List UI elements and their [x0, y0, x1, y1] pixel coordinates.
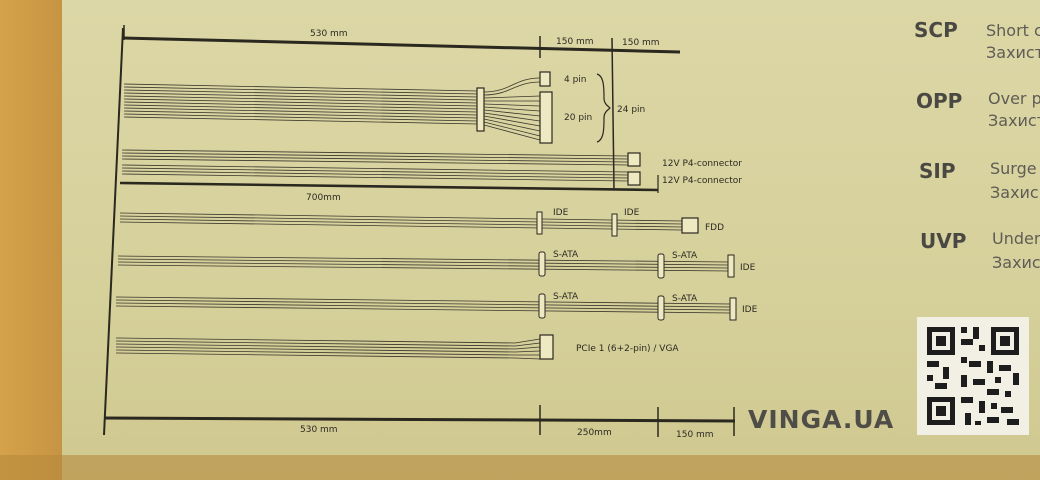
atx-fanout-wires: [483, 77, 541, 141]
pcie-label: PCIe 1 (6+2-pin) / VGA: [576, 344, 679, 354]
protection-line2-opp: Захист: [988, 111, 1040, 130]
sata2-ide-label: IDE: [742, 305, 758, 315]
protection-line1-scp: Short c: [986, 21, 1040, 40]
p4-connector-2: [627, 171, 641, 186]
bottom-dim-label-mid: 250mm: [577, 428, 612, 438]
top-dim-label-right: 150 mm: [622, 38, 660, 48]
ide-label-2: IDE: [624, 208, 640, 218]
p4-length-label: 700mm: [306, 193, 341, 203]
atx-cable-clip: [476, 87, 485, 132]
sata1-label-1: S-ATA: [553, 250, 579, 260]
atx-24pin-label: 24 pin: [617, 105, 645, 115]
ide-fdd-cable: [119, 212, 683, 231]
top-dim-label-mid: 150 mm: [556, 37, 594, 47]
pcie-connector: [539, 334, 554, 360]
sata1-ide-connector: [727, 254, 735, 278]
diagram-panel: [62, 0, 1040, 480]
qr-code-icon: [927, 327, 1019, 425]
atx-brace: [596, 73, 611, 143]
sata-cable-1: [117, 255, 729, 272]
left-border-line: [103, 27, 124, 436]
sata1-connector-1: [538, 251, 546, 277]
protection-line1-sip: Surge: [990, 159, 1037, 178]
ide-connector-2: [611, 213, 618, 237]
protection-line2-sip: Захис: [990, 183, 1039, 202]
protection-line1-uvp: Under: [992, 229, 1040, 248]
p4-cable-bundle: [121, 149, 629, 182]
sata1-ide-label: IDE: [740, 263, 756, 273]
p4-connector-1: [627, 152, 641, 167]
protection-line2-uvp: Захис: [992, 253, 1040, 272]
protection-code-uvp: UVP: [920, 229, 966, 253]
p4-label-2: 12V P4-connector: [662, 176, 742, 186]
protection-code-sip: SIP: [919, 159, 956, 183]
qr-code: [917, 317, 1029, 435]
bottom-dim-label-left: 530 mm: [300, 425, 338, 435]
protection-line2-scp: Захист: [986, 43, 1040, 62]
atx-cable-bundle: [123, 83, 479, 125]
atx-4pin-label: 4 pin: [564, 75, 587, 85]
sata1-connector-2: [657, 253, 665, 279]
p4-label-1: 12V P4-connector: [662, 159, 742, 169]
protection-code-opp: OPP: [916, 89, 962, 113]
fdd-connector: [681, 217, 699, 234]
ide-connector-1: [536, 211, 543, 235]
top-dim-label-left: 530 mm: [310, 29, 348, 39]
top-dimension-line: [123, 25, 681, 58]
ide-label-1: IDE: [553, 208, 569, 218]
sata2-connector-1: [538, 293, 546, 319]
p4-dimension-line: [119, 181, 659, 192]
atx-20pin-connector: [539, 91, 553, 144]
bottom-dimension-line: [103, 405, 736, 437]
fdd-label: FDD: [705, 223, 724, 233]
atx-20pin-label: 20 pin: [564, 113, 592, 123]
bottom-edge-band: [0, 455, 1040, 480]
brand-logo-text: VINGA.UA: [748, 405, 894, 434]
atx-4pin-connector: [539, 71, 551, 87]
sata2-label-1: S-ATA: [553, 292, 579, 302]
sata1-label-2: S-ATA: [672, 251, 698, 261]
sata2-connector-2: [657, 295, 665, 321]
sata2-label-2: S-ATA: [672, 294, 698, 304]
bottom-dim-label-right: 150 mm: [676, 430, 714, 440]
sata-cable-2: [115, 296, 731, 314]
pcie-cable: [115, 337, 541, 360]
protection-code-scp: SCP: [914, 18, 958, 42]
sata2-ide-connector: [729, 297, 737, 321]
atx-end-line: [611, 37, 615, 191]
left-edge-background: [0, 0, 62, 480]
protection-line1-opp: Over p: [988, 89, 1040, 108]
